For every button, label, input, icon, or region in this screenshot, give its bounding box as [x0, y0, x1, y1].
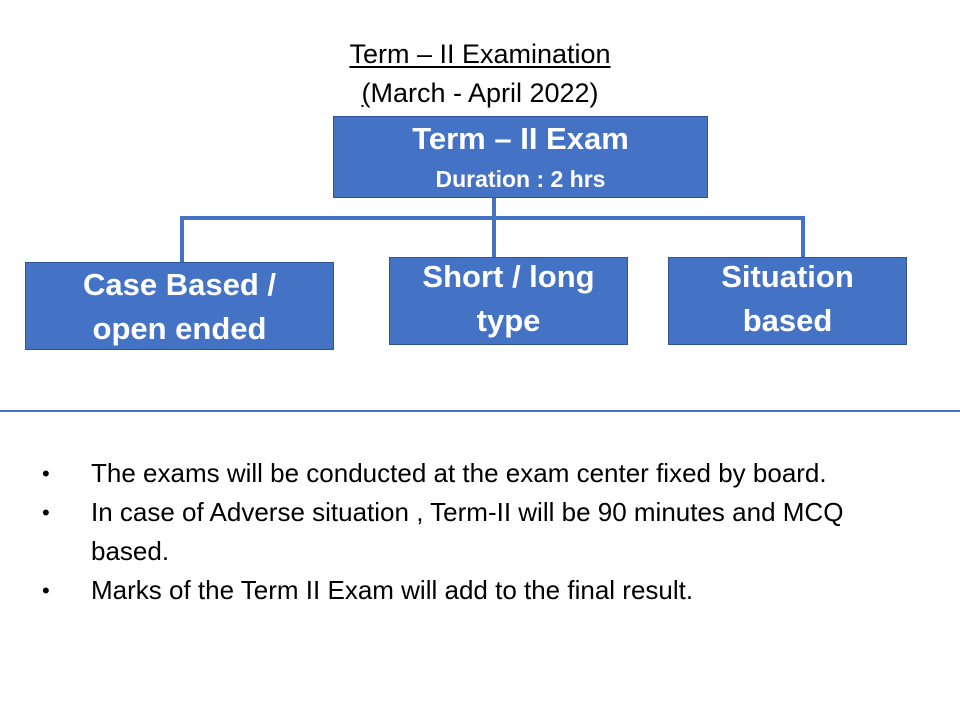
root-node: Term – II Exam Duration : 2 hrs [333, 116, 708, 198]
child-node-case-based: Case Based / open ended [25, 262, 334, 350]
root-node-title: Term – II Exam [412, 121, 629, 156]
bullet-text: Marks of the Term II Exam will add to th… [91, 575, 694, 605]
bullet-icon: • [42, 461, 50, 486]
bullet-icon: • [42, 500, 50, 525]
bullet-icon: • [42, 578, 50, 603]
connector-root [492, 197, 496, 220]
child-node-line1: Short / long [422, 259, 595, 294]
child-node-line1: Case Based / [83, 267, 276, 302]
child-node-line2: open ended [92, 311, 267, 346]
connector-middle [492, 216, 496, 258]
child-node-situation: Situation based [668, 257, 907, 345]
slide-subtitle-paren: ( [361, 78, 371, 108]
connector-right [801, 216, 805, 258]
connector-left [180, 216, 184, 263]
child-node-line2: based [742, 303, 833, 338]
bullet-list: • The exams will be conducted at the exa… [0, 454, 960, 610]
section-divider [0, 410, 960, 412]
bullet-item: • The exams will be conducted at the exa… [0, 454, 960, 493]
child-node-line2: type [476, 303, 541, 338]
child-node-short-long: Short / long type [389, 257, 628, 345]
slide-subtitle: (March - April 2022) [0, 76, 960, 110]
child-node-line1: Situation [721, 259, 854, 294]
slide-title-text: Term – II Examination [349, 39, 611, 69]
slide-title: Term – II Examination [0, 37, 960, 71]
bullet-item: • Marks of the Term II Exam will add to … [0, 571, 960, 610]
bullet-item: • In case of Adverse situation , Term-II… [0, 493, 960, 571]
slide-subtitle-text: March - April 2022) [370, 78, 599, 108]
bullet-text: In case of Adverse situation , Term-II w… [91, 497, 844, 566]
bullet-text: The exams will be conducted at the exam … [91, 458, 827, 488]
root-node-duration: Duration : 2 hrs [435, 166, 606, 192]
